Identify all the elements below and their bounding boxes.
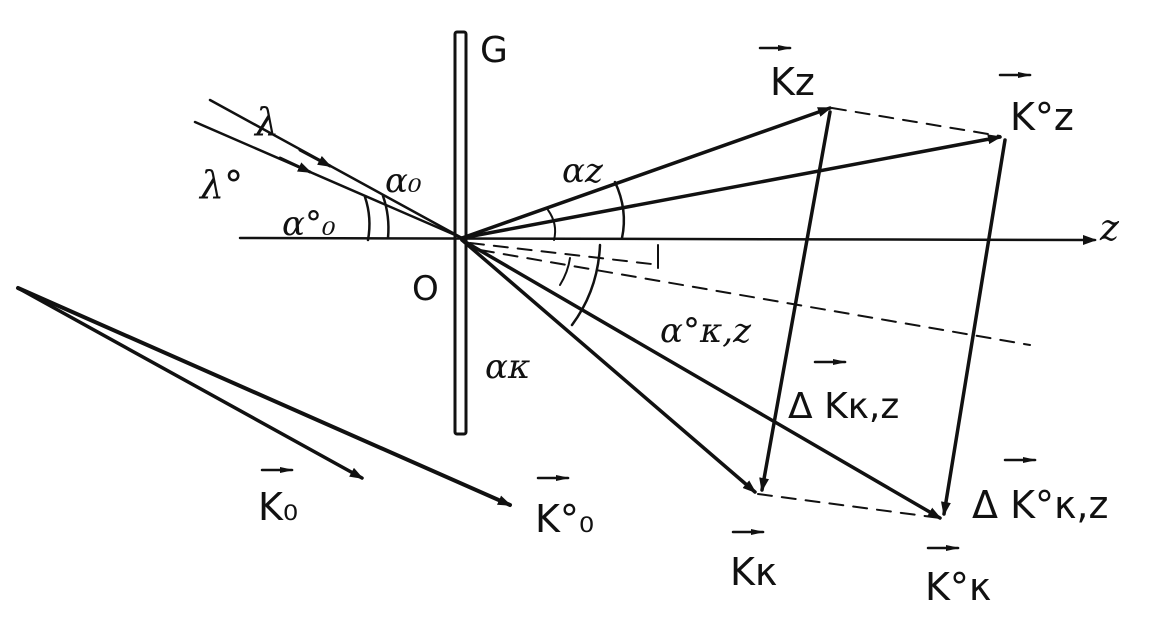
label-lambda0: λ°	[198, 163, 243, 207]
label-z-axis: z	[1099, 208, 1120, 249]
z-axis	[238, 234, 1097, 245]
incident-ray-lambda0	[193, 120, 464, 240]
vector-K0-kappa	[460, 238, 942, 520]
label-K0-0-sep: K°₀	[535, 497, 594, 541]
vector-K0-z	[460, 134, 1002, 240]
incident-ray-arrow-lambda	[298, 148, 332, 168]
label-delta-K: Δ Kκ,z	[788, 386, 899, 427]
arc-alpha-kappa-1	[570, 243, 602, 327]
label-alpha0-kappa-z: α°κ,z	[660, 311, 752, 351]
incident-ray-lambda	[208, 98, 464, 240]
vector-K0-separate	[16, 286, 364, 480]
label-K-kappa: Kκ	[730, 550, 777, 594]
arc-alpha0	[381, 194, 390, 240]
label-lambda: λ	[253, 100, 279, 144]
arc-alpha-kappa-2	[559, 257, 571, 286]
label-K0-sep: K₀	[258, 485, 298, 529]
incident-ray-arrow-lambda0	[278, 156, 312, 174]
label-alpha0-0: α°₀	[282, 204, 336, 244]
vector-K-z	[460, 106, 832, 240]
vector-K-kappa	[460, 238, 757, 494]
label-alpha0: α₀	[385, 161, 422, 201]
label-origin: O	[412, 269, 439, 309]
label-delta-K0: Δ K°κ,z	[972, 483, 1108, 527]
arc-alpha-z-1	[613, 180, 626, 240]
vector-delta-K0	[940, 138, 1007, 516]
grating-plate	[453, 30, 468, 436]
label-alpha-kappa: ακ	[485, 347, 530, 387]
label-K0-kappa: K°κ	[925, 565, 991, 609]
dashed-link-bottom	[757, 493, 941, 519]
arc-alpha-z-2	[547, 209, 557, 241]
dashed-link-top	[831, 107, 1001, 137]
arc-alpha0-0	[363, 195, 371, 242]
label-K-z: Kz	[770, 60, 815, 104]
vector-delta-K	[759, 110, 832, 492]
vector-K0-0-separate	[16, 286, 512, 507]
label-alpha-z: αz	[562, 151, 604, 191]
label-K0-z: K°z	[1010, 95, 1074, 139]
label-grating: G	[480, 30, 508, 71]
dashed-projection-2	[479, 249, 1031, 346]
dashed-projection-1	[469, 242, 661, 266]
